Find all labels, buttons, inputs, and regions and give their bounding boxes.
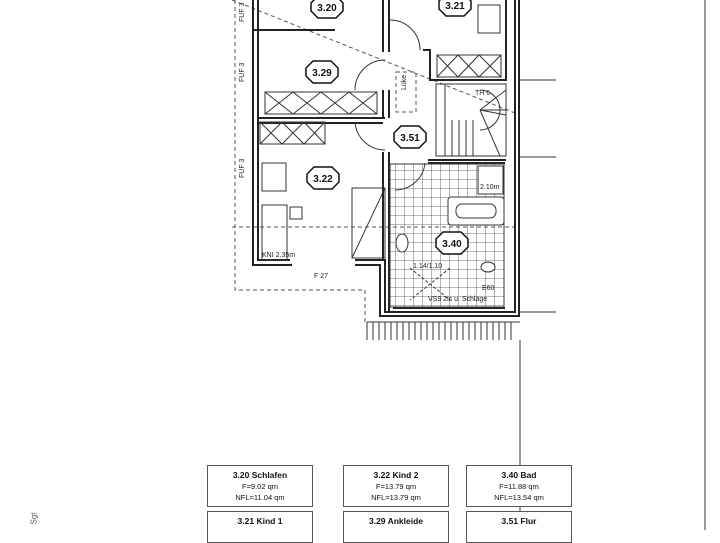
svg-text:3.22: 3.22	[313, 174, 333, 185]
svg-text:3.29: 3.29	[312, 68, 332, 79]
side-text: Sgt	[29, 512, 39, 525]
walls	[252, 0, 520, 317]
legend-card-3-29: 3.29 Ankleide	[343, 511, 449, 543]
svg-text:Lüke: Lüke	[401, 75, 408, 90]
wardrobes	[259, 4, 502, 145]
sink	[395, 233, 409, 253]
room-name: 3.29 Ankleide	[368, 516, 424, 526]
room-name: 3.20 Schlafen	[232, 470, 288, 480]
svg-text:2.10m: 2.10m	[480, 184, 500, 191]
legend-card-3-22: 3.22 Kind 2 F=13.79 qm NFL=13.79 qm	[343, 465, 449, 507]
svg-text:3.21: 3.21	[445, 1, 465, 12]
legend-card-3-21: 3.21 Kind 1	[207, 511, 313, 543]
room-name: 3.51 Flur	[501, 516, 537, 526]
dashed-outline	[234, 0, 366, 325]
room-3-51: 3.51	[393, 125, 427, 149]
room-name: 3.22 Kind 2	[373, 470, 419, 480]
room-area: F=13.79 qm	[375, 482, 417, 491]
legend-card-3-40: 3.40 Bad F=11.88 qm NFL=13.54 qm	[466, 465, 572, 507]
toilet	[480, 261, 496, 273]
legend-card-3-51: 3.51 Flur	[466, 511, 572, 543]
svg-text:FUF 3: FUF 3	[239, 62, 246, 82]
floor-plan: 3.20 3.21 3.29 3.51 3.22 3.40 FUF 3 FUF …	[231, 0, 706, 530]
room-area: F=11.88 qm	[499, 482, 539, 491]
room-3-21: 3.21	[438, 0, 472, 17]
svg-text:1.14/1.10: 1.14/1.10	[413, 263, 442, 270]
room-labels: 3.20 3.21 3.29 3.51 3.22 3.40	[305, 0, 472, 255]
annotations: FUF 3 FUF 3 FUF 3 Lüke TH 6 2.10m KNI 2.…	[239, 2, 500, 303]
svg-text:VS9 2is u. Schläge: VS9 2is u. Schläge	[428, 296, 487, 303]
svg-text:3.40: 3.40	[442, 239, 462, 250]
room-area: F=9.02 qm	[241, 482, 279, 491]
svg-text:3.51: 3.51	[400, 133, 420, 144]
room-3-40: 3.40	[435, 231, 469, 255]
room-3-29: 3.29	[305, 60, 339, 84]
svg-text:FUF 3: FUF 3	[239, 158, 246, 178]
room-nfl: NFL=11.04 qm	[235, 493, 285, 502]
legend-card-3-20: 3.20 Schlafen F=9.02 qm NFL=11.04 qm	[207, 465, 313, 507]
room-3-22: 3.22	[306, 166, 340, 190]
room-name: 3.21 Kind 1	[237, 516, 283, 526]
room-name: 3.40 Bad	[501, 470, 537, 480]
svg-text:3.20: 3.20	[317, 3, 337, 14]
svg-text:KNI 2.35m: KNI 2.35m	[262, 252, 295, 259]
staircase	[435, 83, 507, 157]
shower	[477, 165, 504, 195]
room-nfl: NFL=13.79 qm	[371, 493, 421, 502]
room-3-20: 3.20	[310, 0, 344, 19]
svg-text:TH 6: TH 6	[475, 90, 490, 97]
room-nfl: NFL=13.54 qm	[494, 493, 544, 502]
svg-text:FUF 3: FUF 3	[239, 2, 246, 22]
svg-text:E60: E60	[482, 285, 495, 292]
svg-text:F 27: F 27	[314, 273, 328, 280]
